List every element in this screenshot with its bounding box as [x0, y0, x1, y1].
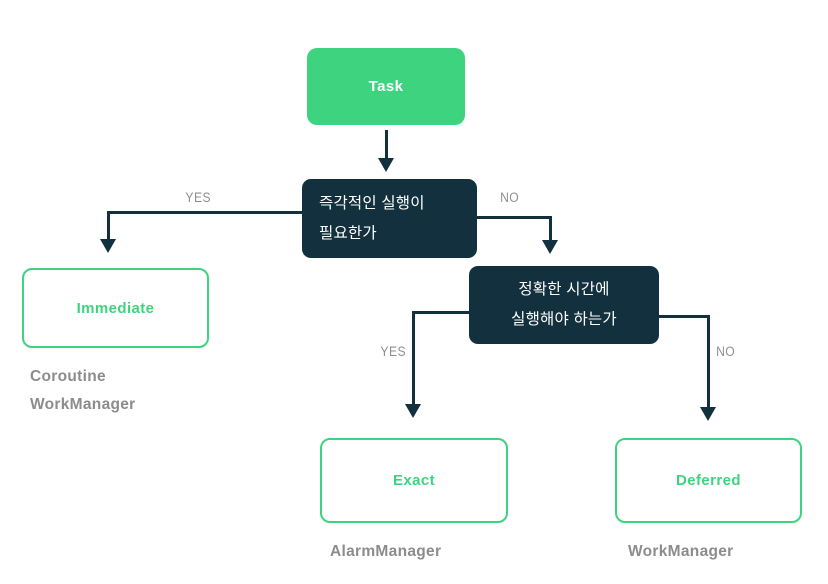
q1-yes-connector-vertical [107, 211, 110, 241]
arrow-down-icon [542, 240, 558, 254]
q2-decision-node: 정확한 시간에 실행해야 하는가 [469, 266, 659, 344]
q1-yes-connector-horizontal [107, 211, 302, 214]
deferred-caption: WorkManager [628, 543, 734, 560]
q1-no-label: NO [500, 190, 520, 205]
task-node: Task [307, 48, 465, 125]
exact-node: Exact [320, 438, 508, 523]
q1-decision-text: 즉각적인 실행이 필요한가 [319, 189, 425, 249]
deferred-node-label: Deferred [676, 472, 741, 489]
arrow-down-icon [378, 158, 394, 172]
task-node-label: Task [368, 78, 404, 95]
immediate-caption-line2: WorkManager [30, 396, 136, 413]
q2-decision-text: 정확한 시간에 실행해야 하는가 [511, 275, 617, 335]
immediate-node: Immediate [22, 268, 209, 348]
q1-yes-label: YES [185, 190, 212, 205]
task-to-q1-connector [385, 130, 388, 160]
immediate-caption-line1: Coroutine [30, 368, 106, 385]
q2-line2: 실행해야 하는가 [511, 311, 617, 328]
q1-no-connector-horizontal [476, 216, 552, 219]
q2-no-connector-vertical [707, 315, 710, 409]
arrow-down-icon [100, 239, 116, 253]
q2-yes-label: YES [380, 344, 407, 359]
exact-caption: AlarmManager [330, 543, 442, 560]
q2-line1: 정확한 시간에 [518, 281, 610, 298]
q1-line2: 필요한가 [319, 224, 377, 242]
exact-node-label: Exact [392, 472, 436, 489]
q1-decision-node: 즉각적인 실행이 필요한가 [302, 179, 477, 258]
deferred-node: Deferred [615, 438, 802, 523]
arrow-down-icon [405, 404, 421, 418]
immediate-node-label: Immediate [76, 299, 155, 317]
immediate-caption: Coroutine WorkManager [30, 363, 136, 419]
q2-no-connector-horizontal [658, 315, 710, 318]
q1-line1: 즉각적인 실행이 [319, 194, 425, 212]
q2-no-label: NO [716, 344, 736, 359]
q2-yes-connector-vertical [412, 311, 415, 406]
q2-yes-connector-horizontal [412, 311, 469, 314]
q1-no-connector-vertical [549, 216, 552, 242]
arrow-down-icon [700, 407, 716, 421]
